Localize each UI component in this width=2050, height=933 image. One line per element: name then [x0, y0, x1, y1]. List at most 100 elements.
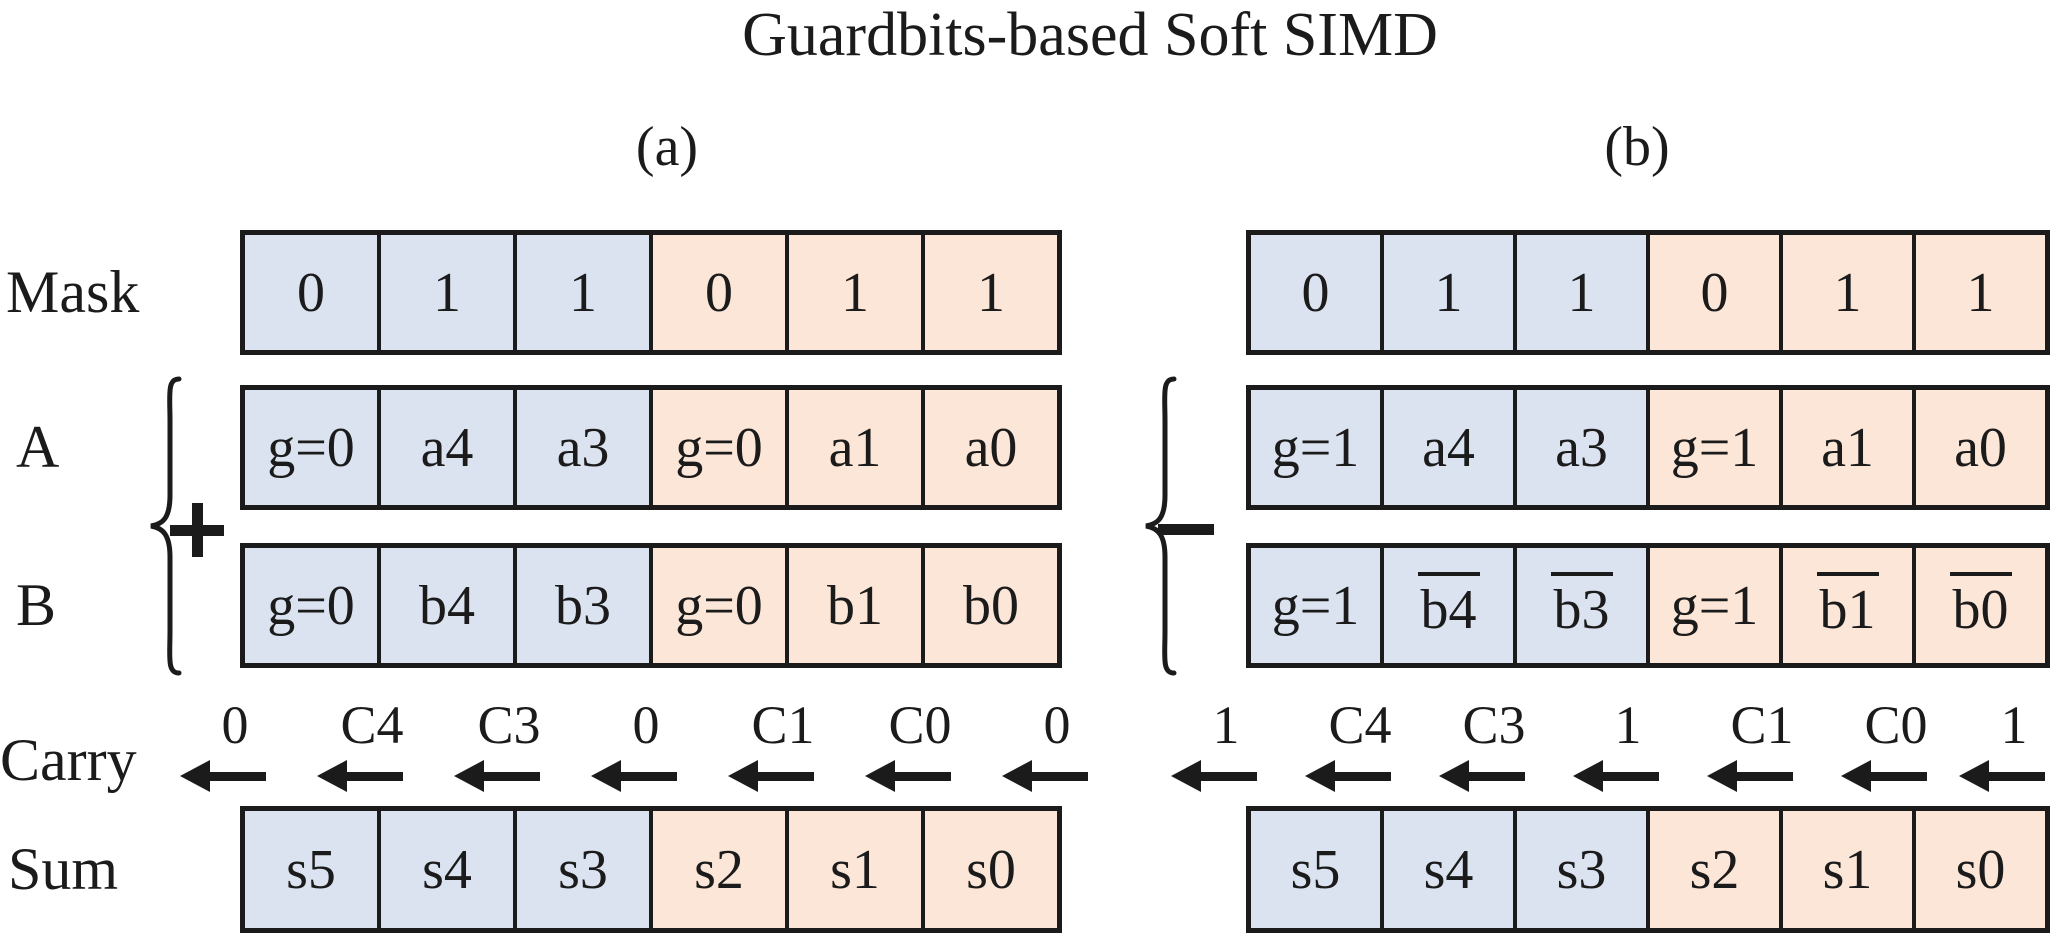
- mask-cell: 1: [1513, 235, 1646, 350]
- mask-cell: 0: [1251, 235, 1380, 350]
- carry-unit: C4: [1305, 698, 1404, 792]
- carry-unit: C0: [865, 695, 964, 792]
- carry-unit: 1: [1573, 698, 1672, 792]
- sum-cell: s5: [245, 811, 377, 928]
- carry-value: C1: [751, 695, 815, 755]
- sum-cell: s1: [785, 811, 921, 928]
- panel-b-label: (b): [1604, 116, 1670, 178]
- panel-a-label: (a): [635, 116, 699, 178]
- guard-cell: g=1: [1646, 548, 1779, 663]
- row-label-b: B: [16, 572, 57, 638]
- bit-cell: a4: [377, 390, 513, 505]
- overlined-value: b1: [1816, 571, 1879, 640]
- row-label-carry: Carry: [0, 727, 137, 793]
- carry-unit: 1: [1171, 695, 1270, 792]
- row-label-a: A: [16, 414, 60, 480]
- mask-cell: 1: [921, 235, 1057, 350]
- bit-cell-inverted: b0: [1912, 548, 2045, 663]
- bit-cell: a0: [921, 390, 1057, 505]
- sum-cell: s0: [921, 811, 1057, 928]
- overlined-value: b3: [1550, 571, 1613, 640]
- carry-value: 0: [221, 695, 249, 755]
- brace-icon: [1145, 376, 1177, 676]
- carry-value: C3: [1462, 695, 1526, 755]
- sum-cell: s0: [1912, 811, 2045, 928]
- sum-cell: s4: [377, 811, 513, 928]
- carry-value: 1: [2000, 695, 2028, 755]
- carry-value: C0: [888, 695, 952, 755]
- guard-cell: g=0: [245, 548, 377, 663]
- sum-cell: s2: [649, 811, 785, 928]
- carry-unit: C1: [728, 695, 827, 792]
- left-arrow-icon: [179, 760, 267, 792]
- guard-cell: g=1: [1251, 390, 1380, 505]
- carry-unit: C3: [1439, 695, 1538, 792]
- figure-title: Guardbits-based Soft SIMD: [742, 1, 1438, 69]
- bit-cell: b4: [377, 548, 513, 663]
- sum-cell: s4: [1380, 811, 1513, 928]
- sum-cell: s1: [1779, 811, 1912, 928]
- mask-cell: 0: [245, 235, 377, 350]
- left-arrow-icon: [1572, 760, 1660, 792]
- carry-value: C0: [1864, 695, 1928, 755]
- carry-unit: C3: [454, 695, 553, 792]
- carry-value: C1: [1730, 695, 1794, 755]
- mask-row-b: 0 1 1 0 1 1: [1246, 230, 2050, 355]
- mask-cell: 1: [1779, 235, 1912, 350]
- mask-cell: 1: [785, 235, 921, 350]
- carry-value: 0: [632, 695, 660, 755]
- carry-unit: 1: [1959, 695, 2050, 792]
- bit-cell-inverted: b1: [1779, 548, 1912, 663]
- left-arrow-icon: [453, 760, 541, 792]
- bit-cell: a3: [1513, 390, 1646, 505]
- guard-cell: g=1: [1646, 390, 1779, 505]
- mask-row-a: 0 1 1 0 1 1: [240, 230, 1062, 355]
- overlined-value: b4: [1417, 571, 1480, 640]
- guard-cell: g=0: [649, 390, 785, 505]
- operand-b-row-b: g=1 b4 b3 g=1 b1 b0: [1246, 543, 2050, 668]
- bit-cell: a3: [513, 390, 649, 505]
- sum-cell: s2: [1646, 811, 1779, 928]
- left-arrow-icon: [1958, 760, 2046, 792]
- sum-cell: s5: [1251, 811, 1380, 928]
- left-arrow-icon: [590, 760, 678, 792]
- overlined-value: b0: [1949, 571, 2012, 640]
- carry-unit: 0: [180, 695, 279, 792]
- mask-cell: 1: [1912, 235, 2045, 350]
- row-label-mask: Mask: [6, 259, 140, 325]
- sum-cell: s3: [1513, 811, 1646, 928]
- guard-cell: g=1: [1251, 548, 1380, 663]
- carry-value: C4: [340, 695, 404, 755]
- brace-icon: [150, 376, 182, 676]
- row-label-sum: Sum: [8, 836, 119, 902]
- left-arrow-icon: [1840, 760, 1928, 792]
- carry-value: 1: [1212, 695, 1240, 755]
- left-arrow-icon: [1706, 760, 1794, 792]
- left-arrow-icon: [1438, 760, 1526, 792]
- guard-cell: g=0: [649, 548, 785, 663]
- carry-unit: 0: [591, 695, 690, 792]
- left-arrow-icon: [1170, 760, 1258, 792]
- guard-cell: g=0: [245, 390, 377, 505]
- sum-row-b: s5 s4 s3 s2 s1 s0: [1246, 806, 2050, 933]
- carry-unit: C1: [1707, 695, 1806, 792]
- operand-a-row-a: g=0 a4 a3 g=0 a1 a0: [240, 385, 1062, 510]
- left-arrow-icon: [316, 760, 404, 792]
- bit-cell: a1: [1779, 390, 1912, 505]
- bit-cell-inverted: b3: [1513, 548, 1646, 663]
- plus-operator-icon: [170, 503, 224, 557]
- bit-cell: a1: [785, 390, 921, 505]
- left-arrow-icon: [1304, 760, 1392, 792]
- left-arrow-icon: [864, 760, 952, 792]
- left-arrow-icon: [1001, 760, 1089, 792]
- sum-cell: s3: [513, 811, 649, 928]
- minus-operator-icon: [1158, 524, 1214, 535]
- carry-unit: 0: [1002, 695, 1101, 792]
- mask-cell: 1: [377, 235, 513, 350]
- left-arrow-icon: [727, 760, 815, 792]
- carry-unit: C0: [1841, 695, 1940, 792]
- carry-value: C3: [477, 695, 541, 755]
- carry-value: 0: [1043, 695, 1071, 755]
- bit-cell: b3: [513, 548, 649, 663]
